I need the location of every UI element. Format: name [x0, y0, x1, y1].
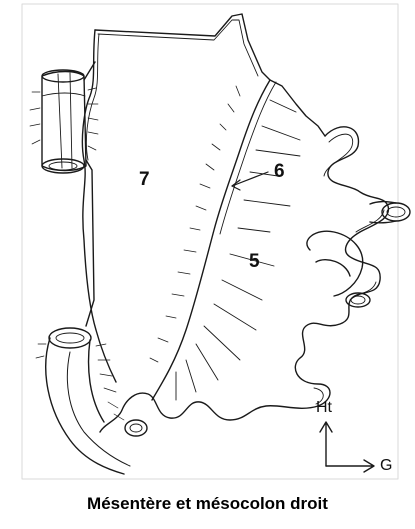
caecum-hairs [36, 344, 124, 420]
ascending-colon-bands [42, 73, 85, 168]
label-6: 6 [274, 162, 285, 181]
caecum-cut-end-inner [56, 333, 84, 343]
axis-right-arrow [326, 460, 374, 472]
caecum [46, 338, 124, 474]
mesocolon-left-contour-inner [98, 20, 258, 76]
ascending-colon [42, 72, 86, 171]
axis-label-up: Ht [316, 400, 332, 416]
label-7: 7 [139, 170, 150, 189]
coiled-loop [307, 231, 363, 296]
root-hatching [150, 86, 240, 362]
mesentery-left-edge-inner [86, 34, 99, 160]
caecum-cut-end [49, 328, 91, 348]
axis-up-arrow [320, 422, 332, 466]
root-arrow [232, 172, 268, 186]
label-5: 5 [249, 252, 260, 271]
mesentery-left-edge [82, 30, 116, 382]
terminal-ileum-cut [125, 420, 147, 436]
colon-mesocolon-connector [84, 62, 95, 326]
colon-hairs [30, 88, 98, 150]
mesentery-radial-lines [176, 100, 300, 400]
mesocolon-left-contour [95, 14, 325, 136]
jejunum-cut-end [382, 203, 410, 221]
small-intestine-loops-inner [314, 134, 384, 404]
axis-label-right: G [380, 458, 392, 474]
colon-cut-end-bottom-inner [49, 162, 77, 170]
terminal-ileum-cut-inner [130, 424, 142, 432]
jejunum-cut-end-inner [387, 207, 405, 217]
ileum-cut-end-inner [351, 296, 365, 304]
figure-caption: Mésentère et mésocolon droit [0, 494, 415, 514]
mesentery-root-line [152, 80, 270, 400]
